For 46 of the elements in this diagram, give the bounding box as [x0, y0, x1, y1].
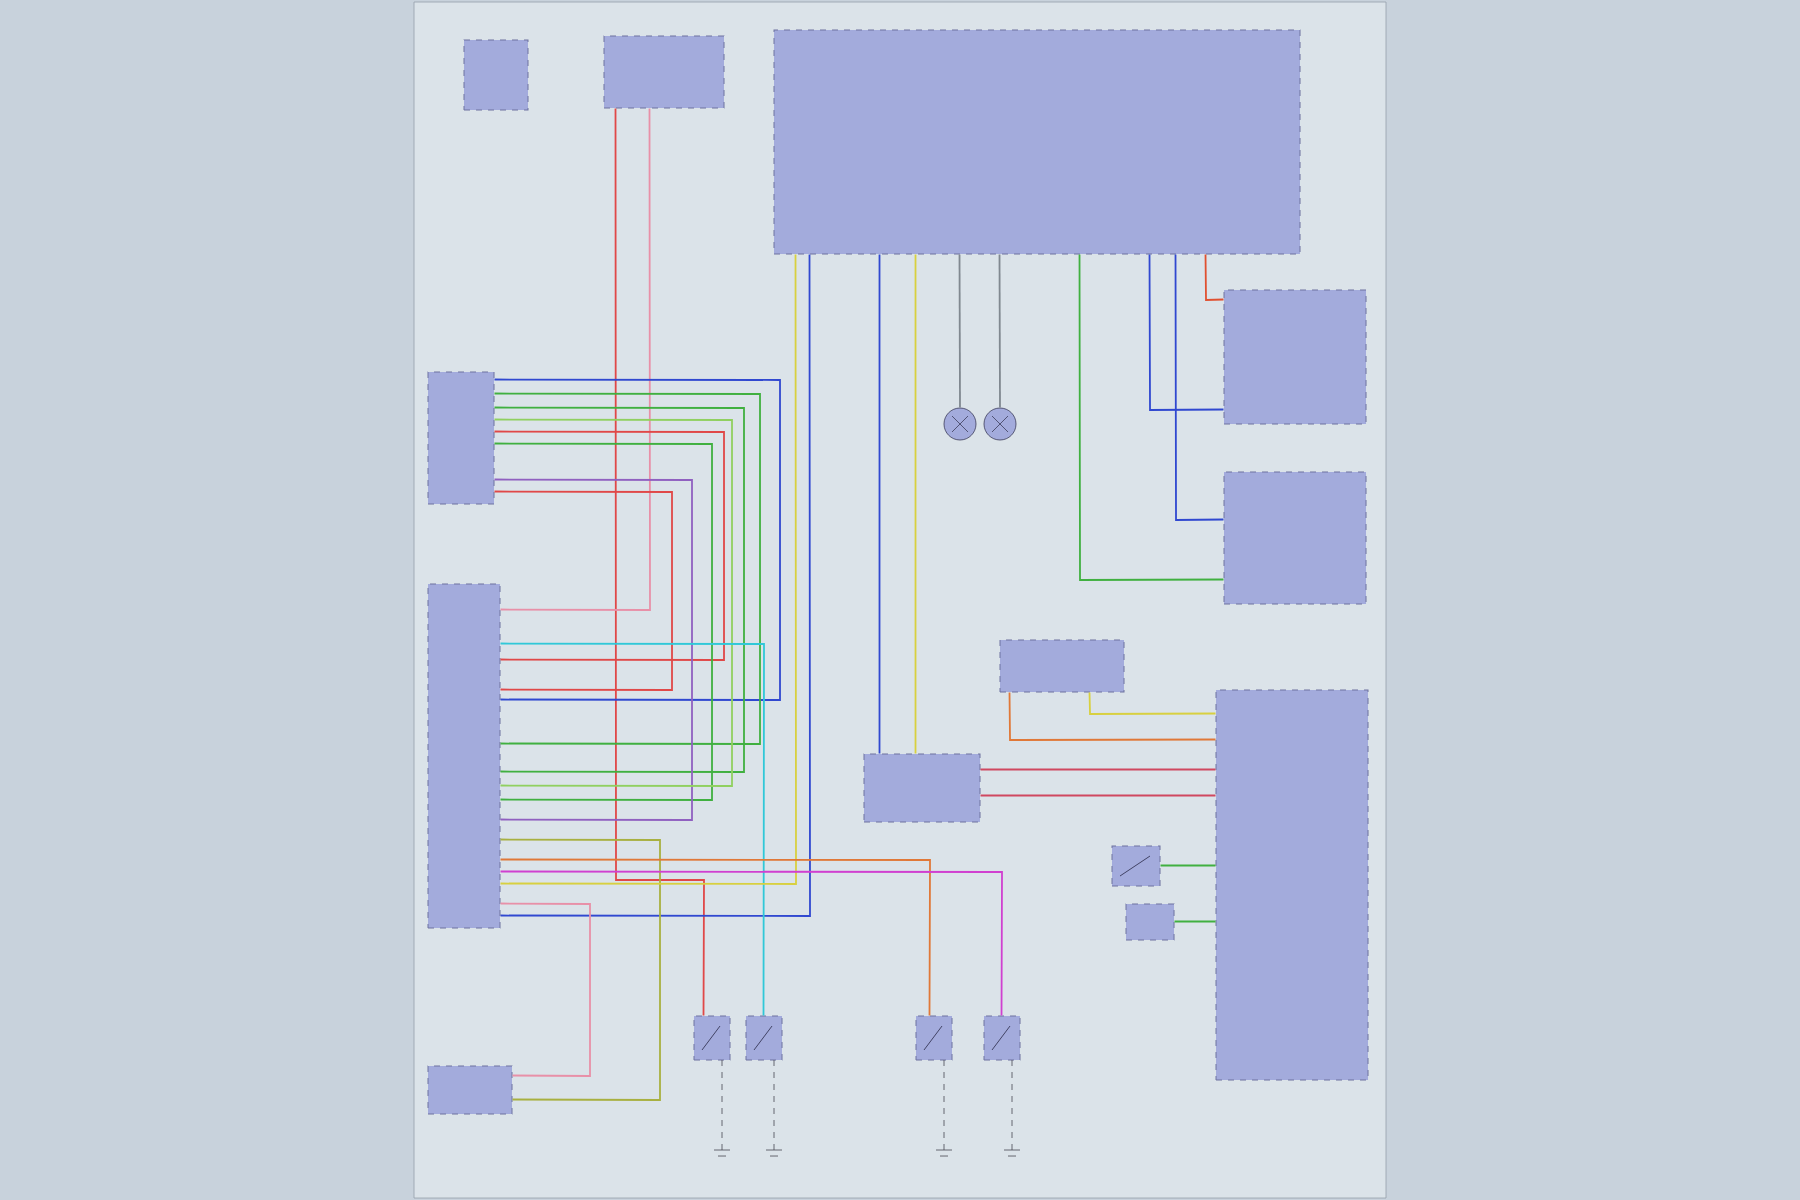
wire — [499, 858, 931, 1017]
component-box — [983, 1015, 1021, 1061]
component-box — [1111, 845, 1161, 887]
wire — [958, 253, 961, 409]
wire — [1173, 920, 1217, 923]
wire — [979, 794, 1217, 797]
component-box — [915, 1015, 953, 1061]
wire — [1204, 253, 1225, 301]
component-box — [1223, 471, 1367, 605]
wire — [499, 902, 591, 1077]
wire — [614, 107, 705, 1017]
wire — [998, 253, 1001, 409]
wire — [499, 107, 651, 611]
component-box — [1125, 903, 1175, 941]
wire — [493, 430, 725, 661]
wire — [493, 378, 781, 701]
component-box — [463, 39, 529, 111]
wire — [1159, 864, 1217, 867]
component-box — [427, 1065, 513, 1115]
wire — [499, 870, 1003, 1017]
lamp-symbol — [983, 407, 1017, 441]
component-box — [1223, 289, 1367, 425]
wire — [1078, 253, 1225, 581]
component-box — [427, 583, 501, 929]
component-box — [773, 29, 1301, 255]
component-box — [603, 35, 725, 109]
component-box — [999, 639, 1125, 693]
component-box — [745, 1015, 783, 1061]
wire — [914, 253, 917, 755]
wire — [1148, 253, 1225, 411]
wire — [493, 478, 693, 821]
component-box — [427, 371, 495, 505]
wire — [878, 253, 881, 755]
wire — [499, 642, 765, 1017]
wire — [1088, 691, 1217, 715]
wire — [499, 838, 661, 1101]
wire — [493, 442, 713, 801]
wire — [493, 490, 673, 691]
component-box — [863, 753, 981, 823]
lamp-symbol — [943, 407, 977, 441]
wire — [1008, 691, 1217, 741]
component-box — [1215, 689, 1369, 1081]
wire — [493, 392, 761, 745]
wire — [979, 768, 1217, 771]
component-box — [693, 1015, 731, 1061]
wire — [1174, 253, 1225, 521]
